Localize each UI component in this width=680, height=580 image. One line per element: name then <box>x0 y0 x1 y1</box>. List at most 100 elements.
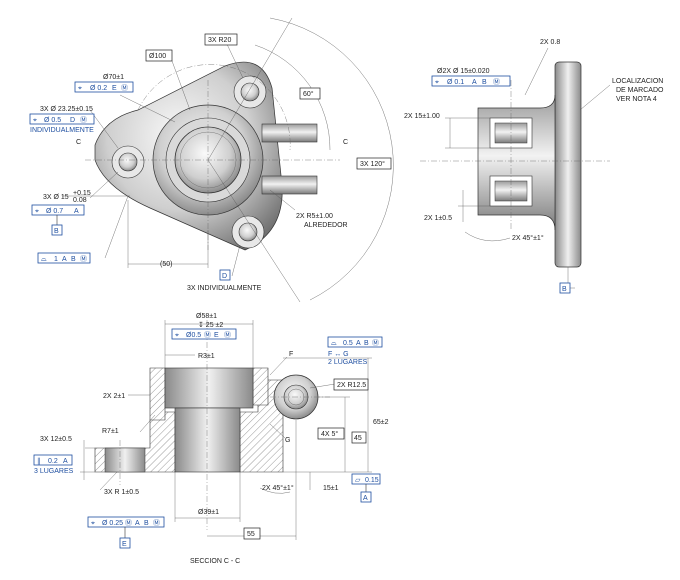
svg-text:A: A <box>472 79 477 86</box>
svg-text:D: D <box>222 273 227 280</box>
section-mark-left: C <box>76 139 81 146</box>
svg-text:0.08: 0.08 <box>73 197 87 204</box>
fcf-d70: ⌖ Ø 0.2 E Ⓜ <box>74 81 134 93</box>
svg-text:▱: ▱ <box>355 477 361 484</box>
svg-text:⌖: ⌖ <box>435 79 439 86</box>
dim-r3: R3±1 <box>198 353 215 360</box>
section-base-right <box>239 379 284 473</box>
text-marking-3: VER NOTA 4 <box>616 96 657 103</box>
section-bore-lower <box>174 407 241 473</box>
fcf-hole: ⌖ Ø 0.5 D Ⓜ <box>29 113 95 125</box>
datum-b-top: B <box>51 215 63 236</box>
dim-55: 55 <box>243 527 261 540</box>
label-f: F <box>289 351 293 358</box>
dim-hole-2x: Ø2X Ø 15±0.020 <box>437 68 490 75</box>
svg-text:⌓: ⌓ <box>41 256 47 263</box>
svg-text:B: B <box>144 520 149 527</box>
svg-text:⌓: ⌓ <box>331 340 337 347</box>
svg-text:3X R20: 3X R20 <box>208 37 231 44</box>
dim-r5: 2X R5±1.00 <box>296 213 333 220</box>
svg-text:45: 45 <box>354 435 362 442</box>
datum-e: E <box>119 527 131 549</box>
side-body <box>477 94 556 231</box>
datum-d: D <box>219 269 231 281</box>
text-three-places: 3 LUGARES <box>34 468 74 475</box>
text-individually: INDIVIDUALMENTE <box>30 127 94 134</box>
dim-50: (50) <box>160 261 172 268</box>
svg-text:Ⓜ: Ⓜ <box>153 519 160 527</box>
side-view: 2X 0.8 Ø2X Ø 15±0.020 ⌖ Ø 0.1 A B Ⓜ LOCA… <box>404 39 664 294</box>
dim-45-section: 2X 45°±1° <box>262 484 294 492</box>
svg-text:Ⓜ: Ⓜ <box>204 331 211 339</box>
section-view: Ø58±1 ↧ 25 ±2 ⌖ Ø0.5 Ⓜ E Ⓜ R3±1 F G ⌓ 0.… <box>33 313 389 565</box>
svg-text:Ⓜ: Ⓜ <box>224 331 231 339</box>
text-around: ALREDEDOR <box>304 222 348 229</box>
svg-text:A: A <box>135 520 140 527</box>
dim-65: 65±2 <box>373 419 389 426</box>
fcf-d39: ⌖ Ø 0.25 Ⓜ A B Ⓜ <box>87 516 165 528</box>
dim-hole-note: 3X Ø 23.25±0.15 <box>40 106 93 113</box>
fcf-small-hole: ⌖ Ø 0.7 A <box>31 204 85 216</box>
section-title: SECCION C - C <box>190 558 240 565</box>
svg-text:A: A <box>363 495 368 502</box>
svg-text:Ø 0.2: Ø 0.2 <box>90 85 107 92</box>
svg-text:Ⓜ: Ⓜ <box>125 519 132 527</box>
dim-12: 3X 12±0.5 <box>40 436 72 443</box>
svg-text:0.5: 0.5 <box>343 340 353 347</box>
dim-4x5: 4X 5° <box>317 427 345 440</box>
dim-r12: 2X R12.5 <box>333 378 369 391</box>
svg-text:Ø0.5: Ø0.5 <box>186 332 201 339</box>
svg-text:4X 5°: 4X 5° <box>321 430 338 438</box>
datum-a: A <box>360 484 372 503</box>
svg-text:A: A <box>356 340 361 347</box>
svg-text:B: B <box>54 228 59 235</box>
svg-text:60°: 60° <box>303 90 314 98</box>
svg-text:⌖: ⌖ <box>35 208 39 215</box>
label-g: G <box>285 437 290 444</box>
text-marking-2: DE MARCADO <box>616 87 664 94</box>
svg-text:B: B <box>562 286 567 293</box>
svg-text:+0.15: +0.15 <box>73 190 91 197</box>
svg-text:55: 55 <box>247 531 255 538</box>
dim-15-side: 2X 15±1.00 <box>404 113 440 120</box>
svg-text:Ø 0.1: Ø 0.1 <box>447 79 464 86</box>
section-bore-upper <box>164 367 254 409</box>
svg-text:⌖: ⌖ <box>33 117 37 124</box>
text-individually-2: 3X INDIVIDUALMENTE <box>187 285 262 292</box>
fcf-parallel: ∥ 0.2 A <box>33 454 73 466</box>
svg-text:A: A <box>62 256 67 263</box>
svg-text:Ø 0.7: Ø 0.7 <box>46 208 63 215</box>
svg-text:⌖: ⌖ <box>175 332 179 339</box>
svg-text:0.2: 0.2 <box>48 458 58 465</box>
svg-text:Ⓜ: Ⓜ <box>372 339 379 347</box>
dim-15-section: 15±1 <box>323 485 339 492</box>
svg-text:B: B <box>364 340 369 347</box>
svg-text:0.15: 0.15 <box>365 477 379 484</box>
svg-text:E: E <box>112 85 117 92</box>
svg-text:⌖: ⌖ <box>91 520 95 527</box>
svg-text:Ø 0.25: Ø 0.25 <box>102 520 123 527</box>
svg-text:∥: ∥ <box>37 457 41 465</box>
dim-45: 45 <box>351 431 367 444</box>
svg-text:Ⓜ: Ⓜ <box>80 255 87 263</box>
svg-text:Ø100: Ø100 <box>149 53 166 60</box>
datum-b-side: B <box>559 282 571 294</box>
text-marking-1: LOCALIZACION <box>612 78 663 85</box>
svg-text:Ⓜ: Ⓜ <box>121 84 128 92</box>
fcf-side-hole: ⌖ Ø 0.1 A B Ⓜ <box>431 75 511 87</box>
dim-2x2: 2X 2±1 <box>103 393 125 400</box>
svg-text:Ø58±1: Ø58±1 <box>196 313 217 320</box>
dim-1-side: 2X 1±0.5 <box>424 215 452 222</box>
svg-text:⌖: ⌖ <box>78 85 82 92</box>
text-fg: F ↔ G <box>328 351 349 358</box>
dim-d58: Ø58±1 ↧ 25 ±2 <box>196 313 223 329</box>
lug-bottom <box>261 175 318 195</box>
side-flange <box>554 61 582 268</box>
svg-text:E: E <box>122 541 127 548</box>
svg-text:2X R12.5: 2X R12.5 <box>337 382 366 389</box>
fcf-profile-fg: ⌓ 0.5 A B Ⓜ <box>327 336 383 348</box>
dim-angle-120: 3X 120° <box>356 157 392 170</box>
svg-text:1: 1 <box>54 256 58 263</box>
svg-text:A: A <box>63 458 68 465</box>
